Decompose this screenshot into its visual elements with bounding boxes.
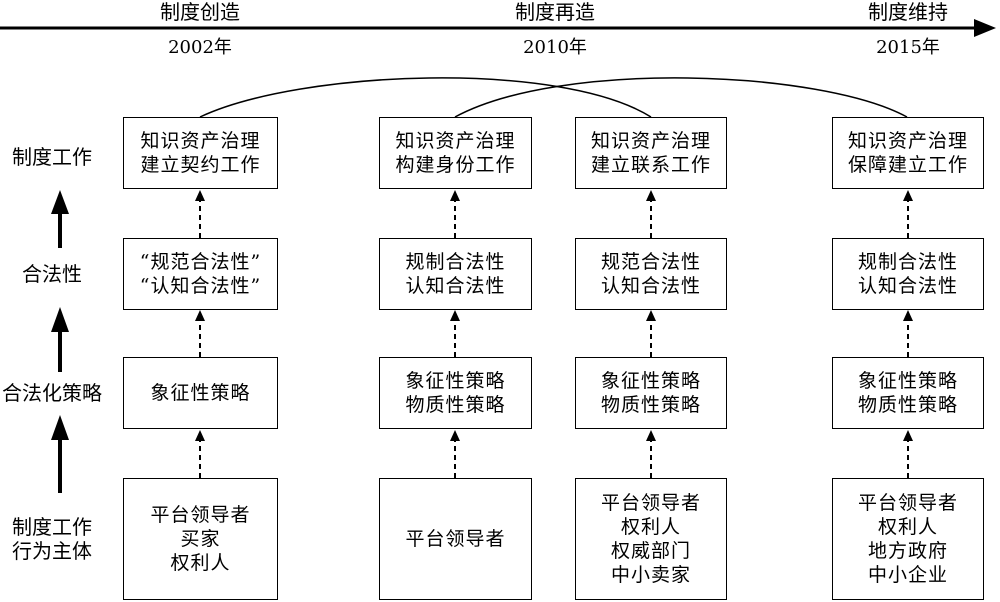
box-text: 中小卖家 xyxy=(610,564,691,586)
box-text: 物质性策略 xyxy=(600,394,701,416)
box-strategy-col2: 象征性策略 物质性策略 xyxy=(379,357,532,429)
phase-recreation: 制度再造 xyxy=(515,0,595,24)
box-text: 象征性策略 xyxy=(600,370,701,392)
box-text: 构建身份工作 xyxy=(395,154,516,176)
box-text: 规制合法性 xyxy=(857,251,958,273)
box-legitimacy-col1: “规范合法性” “认知合法性” xyxy=(123,238,278,310)
row-label-actors: 制度工作 行为主体 xyxy=(12,515,92,563)
row-label-strategy: 合法化策略 xyxy=(2,381,102,405)
connector-arc-1-3 xyxy=(199,77,652,118)
box-text: 平台领导者 xyxy=(857,492,958,514)
left-arrows xyxy=(51,190,69,493)
box-text: 知识资产治理 xyxy=(590,130,711,152)
box-text: 物质性策略 xyxy=(857,394,958,416)
row-label-actors-line2: 行为主体 xyxy=(12,539,92,563)
year-2002: 2002年 xyxy=(168,37,232,58)
box-actors-col3: 平台领导者 权利人 权威部门 中小卖家 xyxy=(575,478,727,600)
box-text: “认知合法性” xyxy=(139,275,262,297)
box-text: 规制合法性 xyxy=(405,251,506,273)
dashed-arrow-head xyxy=(195,430,205,441)
dashed-arrow-head xyxy=(903,430,913,441)
box-text: 象征性策略 xyxy=(150,382,251,404)
box-text: 平台领导者 xyxy=(150,504,251,526)
phase-maintenance: 制度维持 xyxy=(868,0,948,24)
box-work-col1: 知识资产治理 建立契约工作 xyxy=(123,117,278,189)
row-label-actors-line1: 制度工作 xyxy=(12,515,92,539)
box-text: 知识资产治理 xyxy=(847,130,968,152)
box-work-col3: 知识资产治理 建立联系工作 xyxy=(575,117,727,189)
dashed-arrow-head xyxy=(195,190,205,201)
box-legitimacy-col3: 规范合法性 认知合法性 xyxy=(575,238,727,310)
box-legitimacy-col2: 规制合法性 认知合法性 xyxy=(379,238,532,310)
box-actors-col4: 平台领导者 权利人 地方政府 中小企业 xyxy=(832,478,984,600)
box-text: 地方政府 xyxy=(867,540,948,562)
connector-arc-2-4 xyxy=(454,77,908,118)
dashed-arrow-head xyxy=(450,190,460,201)
box-text: 规范合法性 xyxy=(600,251,701,273)
dashed-arrow-head xyxy=(903,190,913,201)
box-text: 中小企业 xyxy=(867,564,948,586)
box-text: 建立契约工作 xyxy=(140,154,261,176)
box-text: 权利人 xyxy=(620,516,681,538)
box-text: 权利人 xyxy=(877,516,938,538)
dashed-arrow-head xyxy=(646,430,656,441)
dashed-arrow-head xyxy=(450,310,460,321)
box-text: 认知合法性 xyxy=(405,275,506,297)
box-text: “规范合法性” xyxy=(139,251,262,273)
box-work-col4: 知识资产治理 保障建立工作 xyxy=(832,117,984,189)
box-text: 权威部门 xyxy=(610,540,691,562)
dashed-arrow-head xyxy=(195,310,205,321)
box-text: 平台领导者 xyxy=(405,528,506,550)
box-text: 象征性策略 xyxy=(405,370,506,392)
box-text: 认知合法性 xyxy=(857,275,958,297)
box-text: 权利人 xyxy=(170,552,231,574)
box-text: 知识资产治理 xyxy=(140,130,261,152)
phase-creation: 制度创造 xyxy=(160,0,240,24)
year-2010: 2010年 xyxy=(523,37,587,58)
timeline-arrowhead xyxy=(974,19,996,37)
box-text: 物质性策略 xyxy=(405,394,506,416)
box-actors-col2: 平台领导者 xyxy=(379,478,532,600)
box-strategy-col4: 象征性策略 物质性策略 xyxy=(832,357,984,429)
box-text: 知识资产治理 xyxy=(395,130,516,152)
box-strategy-col3: 象征性策略 物质性策略 xyxy=(575,357,727,429)
box-text: 保障建立工作 xyxy=(847,154,968,176)
row-label-legitimacy: 合法性 xyxy=(22,262,82,286)
box-actors-col1: 平台领导者 买家 权利人 xyxy=(123,478,278,600)
box-text: 认知合法性 xyxy=(600,275,701,297)
dashed-arrow-head xyxy=(646,310,656,321)
dashed-arrows xyxy=(195,190,913,478)
dashed-arrow-head xyxy=(450,430,460,441)
box-strategy-col1: 象征性策略 xyxy=(123,357,278,429)
dashed-arrow-head xyxy=(646,190,656,201)
box-text: 建立联系工作 xyxy=(590,154,711,176)
box-legitimacy-col4: 规制合法性 认知合法性 xyxy=(832,238,984,310)
box-text: 买家 xyxy=(180,528,221,550)
box-text: 平台领导者 xyxy=(600,492,701,514)
box-text: 象征性策略 xyxy=(857,370,958,392)
row-label-institutional-work: 制度工作 xyxy=(12,145,92,169)
box-work-col2: 知识资产治理 构建身份工作 xyxy=(379,117,532,189)
dashed-arrow-head xyxy=(903,310,913,321)
year-2015: 2015年 xyxy=(876,37,940,58)
